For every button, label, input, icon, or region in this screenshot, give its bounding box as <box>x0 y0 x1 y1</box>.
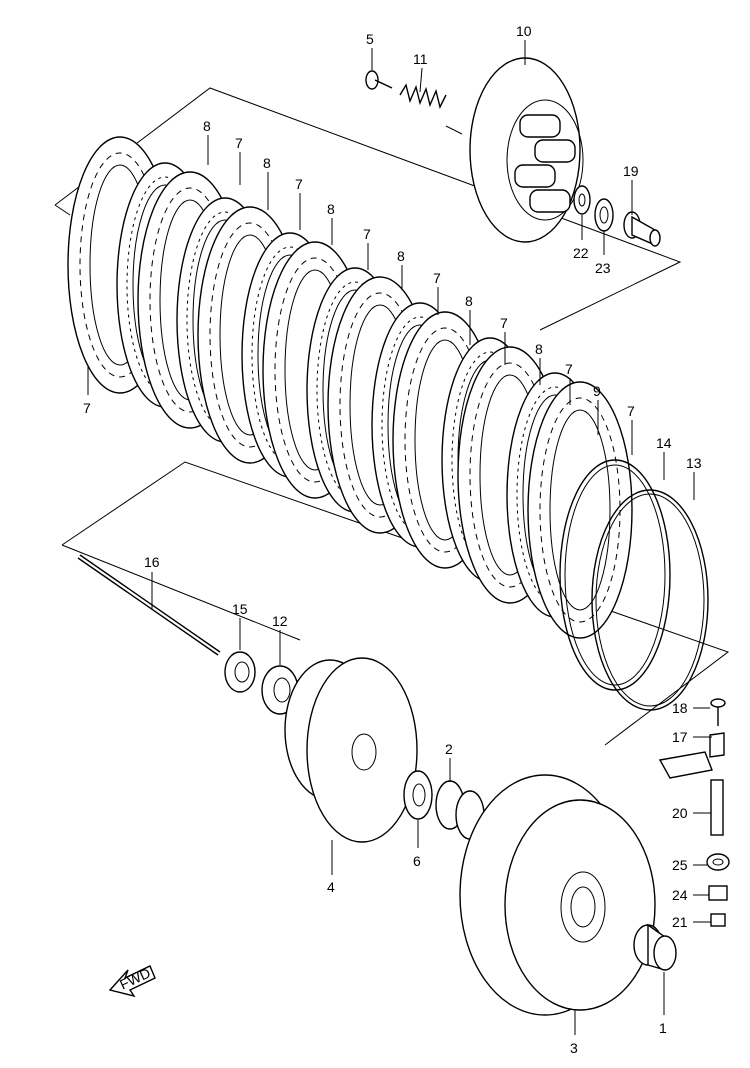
callout-5: 5 <box>366 31 374 47</box>
plate-17 <box>709 732 725 758</box>
callout-21: 21 <box>672 914 688 930</box>
bolt-18 <box>710 698 726 726</box>
callout-10: 10 <box>516 23 532 39</box>
bolt-5 <box>365 70 393 90</box>
pressure-plate-10 <box>469 57 584 243</box>
callout-20: 20 <box>672 805 688 821</box>
callout-3: 3 <box>570 1040 578 1056</box>
callout-8-e: 8 <box>465 293 473 309</box>
callout-8-c: 8 <box>327 201 335 217</box>
callout-8-d: 8 <box>397 248 405 264</box>
callout-4: 4 <box>327 879 335 895</box>
leader-lines <box>87 40 712 1035</box>
callout-7-c: 7 <box>363 226 371 242</box>
release-arm-20 <box>658 751 724 836</box>
fwd-arrow-icon: FWD <box>108 965 156 998</box>
callout-8-a: 8 <box>203 118 211 134</box>
release-rack-19 <box>623 211 661 247</box>
callout-12: 12 <box>272 613 288 629</box>
callout-2: 2 <box>445 741 453 757</box>
callout-1: 1 <box>659 1020 667 1036</box>
callout-18: 18 <box>672 700 688 716</box>
callout-22: 22 <box>573 245 589 261</box>
callout-24: 24 <box>672 887 688 903</box>
callout-23: 23 <box>595 260 611 276</box>
callout-25: 25 <box>672 857 688 873</box>
clutch-hub-4 <box>284 657 418 843</box>
push-rod-16 <box>77 554 221 656</box>
callout-7-e: 7 <box>500 315 508 331</box>
callout-15: 15 <box>232 601 248 617</box>
callout-7-d: 7 <box>433 270 441 286</box>
callout-13: 13 <box>686 455 702 471</box>
callout-8-b: 8 <box>263 155 271 171</box>
callout-14: 14 <box>656 435 672 451</box>
washer-22 <box>573 185 591 215</box>
callout-9: 9 <box>593 383 601 399</box>
callout-17: 17 <box>672 729 688 745</box>
callout-7-b: 7 <box>295 176 303 192</box>
callout-8-f: 8 <box>535 341 543 357</box>
callout-7-a: 7 <box>235 135 243 151</box>
callout-7-f: 7 <box>565 361 573 377</box>
wire-ring-13 <box>591 489 709 711</box>
bearing-21 <box>710 913 726 927</box>
callout-labels: 5 11 10 19 22 23 8 7 8 7 8 7 8 7 8 7 8 7… <box>83 23 702 1056</box>
oil-seal-25 <box>706 853 730 871</box>
callout-7-g: 7 <box>627 403 635 419</box>
callout-11: 11 <box>413 51 428 67</box>
callout-6: 6 <box>413 853 421 869</box>
callout-19: 19 <box>623 163 639 179</box>
spring-seat-14 <box>559 459 671 691</box>
bearing-23 <box>594 198 614 232</box>
thrust-washer-6 <box>403 770 433 820</box>
callout-16: 16 <box>144 554 160 570</box>
clutch-spring-11 <box>399 83 463 135</box>
clutch-housing-3 <box>459 774 656 1016</box>
nut-15 <box>224 651 256 693</box>
spacer-1 <box>633 923 677 971</box>
callout-7-h: 7 <box>83 400 91 416</box>
bearing-24 <box>708 885 728 901</box>
